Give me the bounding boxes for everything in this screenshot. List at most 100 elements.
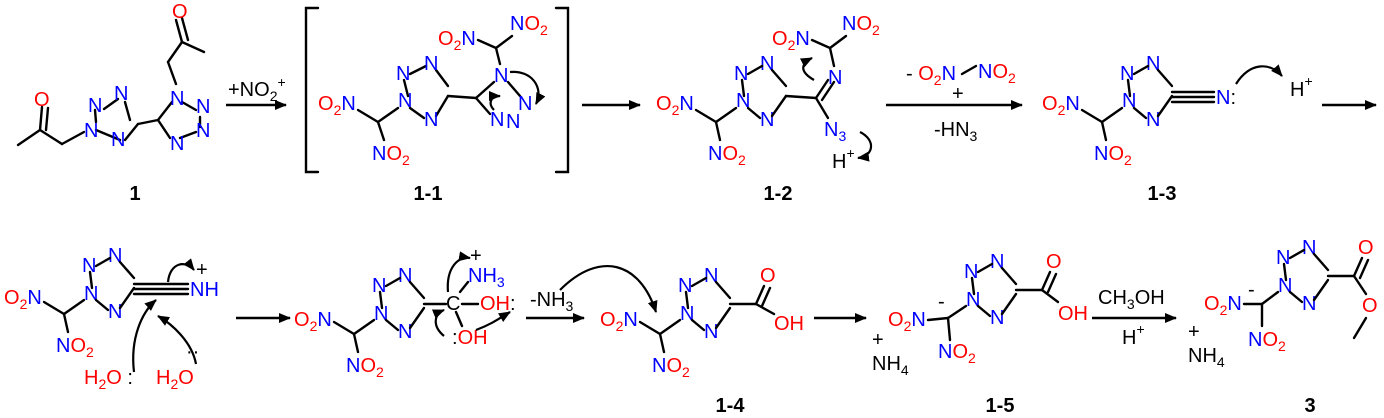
svg-text:O2N: O2N [656, 93, 694, 118]
svg-text:N: N [736, 90, 750, 112]
svg-text::OH: :OH [452, 327, 488, 349]
svg-text::: : [510, 293, 516, 315]
svg-text:NH4: NH4 [1188, 345, 1225, 370]
svg-text:N: N [1276, 247, 1290, 269]
svg-text:C: C [446, 293, 460, 315]
compound-label-3: 3 [1304, 395, 1315, 417]
svg-text:N: N [760, 109, 774, 131]
nitrogen-atom: N [84, 120, 98, 142]
nitrogen-atom: N [196, 120, 210, 142]
svg-text:N: N [372, 275, 386, 297]
svg-text:N: N [966, 289, 980, 311]
compound-label-1-3: 1-3 [1148, 183, 1177, 205]
svg-text:N: N [424, 53, 438, 75]
compound-label-1-1: 1-1 [414, 183, 443, 205]
svg-text:N: N [398, 265, 412, 287]
svg-text:O2N: O2N [600, 309, 638, 334]
svg-text:NO2: NO2 [978, 61, 1016, 86]
compound-3: O2N - NO2 N N N N O O + NH4 3 [1188, 237, 1378, 417]
svg-text:N: N [398, 321, 412, 343]
compound-label-1: 1 [129, 183, 140, 205]
svg-text:H+: H+ [832, 145, 855, 173]
svg-text:N: N [760, 53, 774, 75]
svg-text:O2N: O2N [1042, 93, 1080, 118]
svg-text:+: + [952, 83, 964, 105]
compound-1-4: O2N NO2 N N N N O OH 1-4 [600, 265, 804, 417]
svg-text:O: O [1046, 251, 1062, 273]
reagent-nitronium: +NO2+ [228, 74, 286, 104]
compound-1-5: O2N - NO2 N N N N O OH + NH4 1-5 [872, 251, 1088, 417]
svg-text:NO2: NO2 [510, 13, 548, 38]
svg-text:N: N [1146, 53, 1160, 75]
svg-text:OH: OH [774, 313, 804, 335]
svg-text:N: N [1122, 90, 1136, 112]
nitrogen-atom: N [111, 129, 125, 151]
svg-text:NO2: NO2 [708, 143, 746, 168]
svg-text:O2N: O2N [772, 28, 810, 53]
svg-text:N: N [494, 65, 508, 87]
svg-text:N: N [990, 307, 1004, 329]
svg-text:N: N [680, 303, 694, 325]
svg-text:O2N: O2N [888, 309, 926, 334]
nitrogen-atom: N [114, 83, 128, 105]
svg-text:N: N [1120, 63, 1134, 85]
svg-text:N: N [1278, 275, 1292, 297]
reagent-acid: H+ [1122, 321, 1145, 349]
svg-text:+: + [470, 245, 482, 267]
svg-text:O: O [1362, 295, 1378, 317]
reaction-arrow-step8: CH3OH H+ [1092, 287, 1177, 349]
svg-text:N: N [964, 261, 978, 283]
reagent-minus-nh3: -NH3 [530, 289, 574, 314]
svg-text:NO2: NO2 [842, 13, 880, 38]
svg-text:N: N [518, 93, 532, 115]
svg-text:N: N [734, 63, 748, 85]
svg-text:-: - [1248, 279, 1255, 301]
svg-text:N: N [704, 321, 718, 343]
svg-text:NO2: NO2 [346, 355, 384, 380]
reaction-arrow-step3: - O2N NO2 + -HN3 [886, 61, 1023, 144]
compound-label-1-4: 1-4 [716, 395, 746, 417]
svg-text:N: N [490, 109, 504, 131]
svg-text:NO2: NO2 [1248, 329, 1286, 354]
svg-text:O2N: O2N [1204, 293, 1242, 318]
compound-label-1-2: 1-2 [764, 183, 793, 205]
svg-text:N: N [1146, 109, 1160, 131]
compound-1-3: O2N NO2 N N N N N: H+ 1-3 [1042, 53, 1313, 205]
nitrilium-intermediate: O2N NO2 N N N N NH + H2O : H2O ·· [4, 245, 219, 392]
svg-text:N: N [1302, 237, 1316, 259]
tetrahedral-intermediate: O2N NO2 N N N N C NH3 + OH : :OH [294, 245, 516, 380]
svg-text:N: N [506, 111, 520, 133]
reagent-minus-hn3: -HN3 [934, 119, 978, 144]
svg-text:N: N [1302, 293, 1316, 315]
nitro-group-o2n: O2N [318, 93, 356, 118]
svg-text:N: N [704, 265, 718, 287]
nitrogen-atom: N [170, 88, 184, 110]
svg-text:N: N [990, 251, 1004, 273]
compound-1: O N N N N N N N N O 1 [16, 1, 210, 205]
nitrogen-atom: N [88, 95, 102, 117]
oxygen-atom: O [34, 89, 50, 111]
svg-text:O: O [760, 265, 776, 287]
svg-text:NO2: NO2 [56, 335, 94, 360]
svg-text:NO2: NO2 [938, 341, 976, 366]
svg-text:NH: NH [190, 279, 219, 301]
svg-text:+: + [1188, 321, 1200, 343]
svg-text:O: O [1358, 237, 1374, 259]
nitrogen-atom: N [170, 133, 184, 155]
svg-text:N: N [82, 255, 96, 277]
svg-text:N: N [396, 63, 410, 85]
svg-text:N: N [398, 90, 412, 112]
svg-text:N: N [108, 301, 122, 323]
svg-text:NO2: NO2 [1094, 143, 1132, 168]
svg-text:+: + [872, 329, 884, 351]
svg-text:H+: H+ [1290, 73, 1313, 101]
svg-text:N: N [108, 245, 122, 267]
svg-text:NH3: NH3 [468, 265, 505, 290]
compound-1-1: O2N NO2 N N N N O2N NO2 N N N N 1-1 [304, 6, 570, 205]
compound-1-2: O2N NO2 N N N N O2N NO2 N N3 H+ 1-2 [656, 13, 880, 205]
svg-text:H2O: H2O [156, 367, 194, 392]
reaction-arrow-step1: +NO2+ [226, 74, 287, 110]
svg-text:N: N [678, 275, 692, 297]
svg-text:N: N [84, 283, 98, 305]
